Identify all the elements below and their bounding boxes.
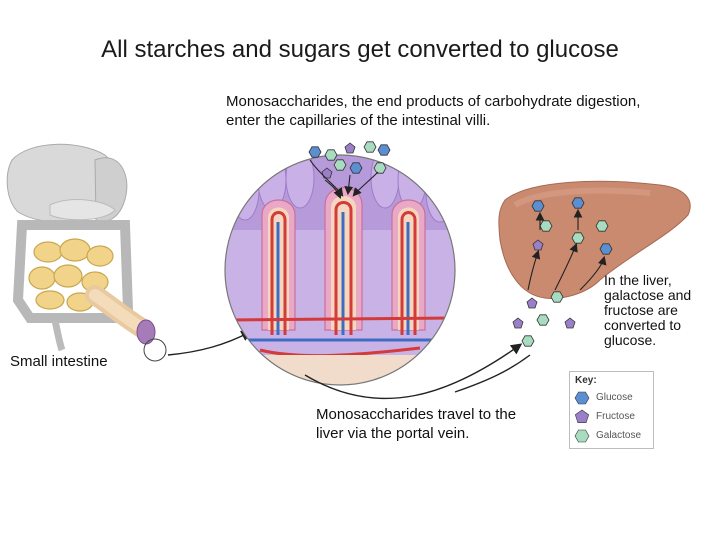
key-item-glucose: Glucose xyxy=(574,389,633,406)
monosaccharide-molecules-liver xyxy=(512,291,576,347)
arrow-to-villi xyxy=(167,330,253,356)
key-label-galactose: Galactose xyxy=(596,430,642,441)
arrow-portal-vein xyxy=(304,343,523,400)
caption-portal-vein: Monosaccharides travel to the liver via … xyxy=(316,406,517,442)
key-label-fructose: Fructose xyxy=(596,411,635,422)
key-item-fructose: Fructose xyxy=(574,408,635,425)
key-label-glucose: Glucose xyxy=(596,392,633,403)
galactose-hexagon-icon xyxy=(574,429,590,442)
monosaccharide-molecules-top xyxy=(308,141,391,179)
caption-small-intestine: Small intestine xyxy=(10,353,108,370)
fructose-pentagon-icon xyxy=(574,409,590,423)
legend-key: Key: Glucose Fructose Galactose xyxy=(569,371,654,449)
glucose-hexagon-icon xyxy=(574,391,590,404)
page-title: All starches and sugars get converted to… xyxy=(101,36,619,63)
digestive-system-figure xyxy=(6,143,167,362)
caption-liver: In the liver, galactose and fructose are… xyxy=(604,272,692,348)
key-title: Key: xyxy=(575,375,597,386)
caption-villi: Monosaccharides, the end products of car… xyxy=(226,93,641,129)
villi-magnified-circle xyxy=(224,141,456,386)
liver-figure xyxy=(498,180,691,347)
key-item-galactose: Galactose xyxy=(574,427,641,444)
